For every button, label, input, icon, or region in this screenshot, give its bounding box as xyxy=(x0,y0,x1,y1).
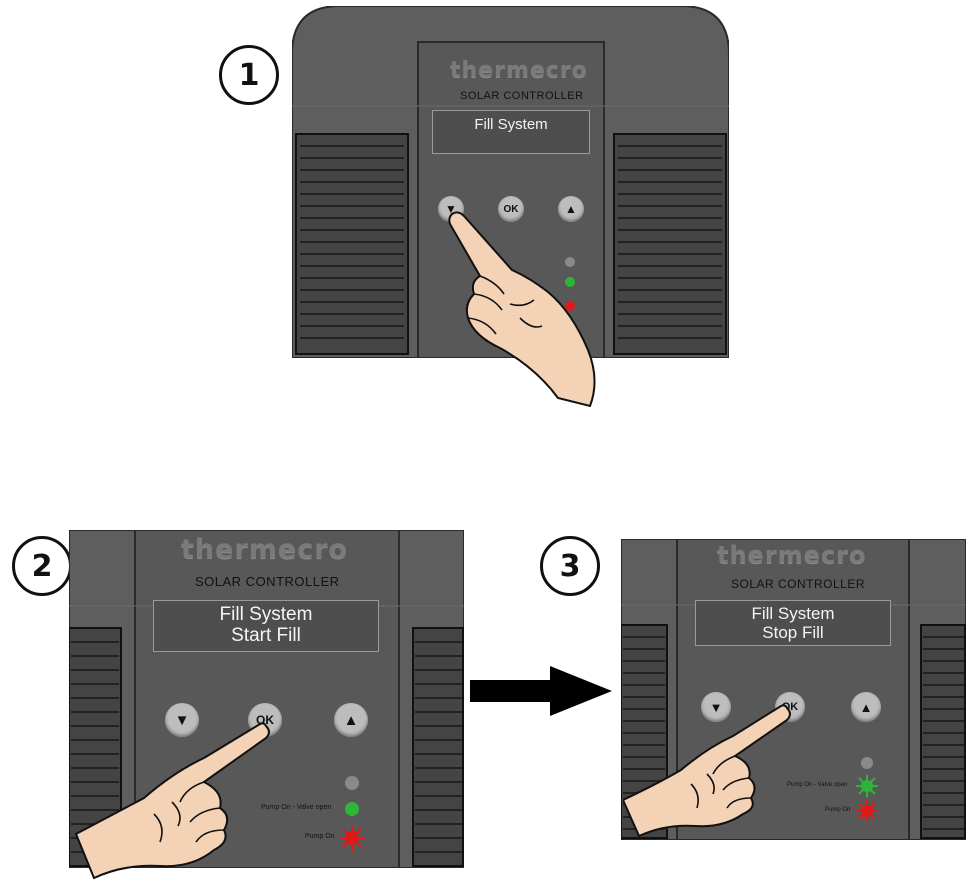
device-subtitle: SOLAR CONTROLLER xyxy=(195,574,340,589)
led-label-pump: Pump On xyxy=(825,807,851,813)
controller-housing xyxy=(292,6,729,358)
pointing-hand-icon xyxy=(448,211,596,408)
led-label-pump-valve: Pump On - Valve open xyxy=(261,804,332,811)
status-led-green xyxy=(565,277,575,287)
controller-step-1: thermecro SOLAR CONTROLLER Fill System ▼… xyxy=(292,6,729,358)
left-vent xyxy=(295,133,409,355)
status-led-off xyxy=(345,776,359,790)
status-led-green xyxy=(345,802,359,816)
step-2-badge: 2 xyxy=(12,536,72,596)
status-led-off xyxy=(565,257,575,267)
step-3-badge: 3 xyxy=(540,536,600,596)
led-label-pump: Pump On xyxy=(305,833,335,840)
status-led-green xyxy=(856,775,878,797)
brand-logo: thermecro xyxy=(181,534,349,565)
right-vent xyxy=(412,627,464,867)
up-button[interactable]: ▲ xyxy=(334,703,368,737)
brand-logo: thermecro xyxy=(450,58,588,83)
pointing-hand-icon xyxy=(74,722,270,880)
pointing-hand-icon xyxy=(623,704,791,838)
right-vent xyxy=(613,133,727,355)
status-led-off xyxy=(861,757,873,769)
step-2-number: 2 xyxy=(31,548,53,584)
lcd-display: Fill System xyxy=(432,110,590,154)
ok-button[interactable]: OK xyxy=(498,196,524,222)
device-subtitle: SOLAR CONTROLLER xyxy=(460,90,584,102)
right-arrow-icon xyxy=(470,666,612,716)
led-label-pump-valve: Pump On - Valve open xyxy=(787,782,848,788)
lcd-display: Fill System Start Fill xyxy=(153,600,379,652)
controller-housing xyxy=(621,539,966,840)
step-1-badge: 1 xyxy=(219,45,279,105)
down-button[interactable]: ▼ xyxy=(165,703,199,737)
down-button[interactable]: ▼ xyxy=(701,692,731,722)
controller-step-2: thermecro SOLAR CONTROLLER Fill System S… xyxy=(69,530,464,868)
device-subtitle: SOLAR CONTROLLER xyxy=(731,577,866,591)
controller-housing xyxy=(69,530,464,868)
up-button[interactable]: ▲ xyxy=(558,196,584,222)
right-vent xyxy=(920,624,966,839)
display-line-1: Fill System xyxy=(751,604,835,623)
step-1-number: 1 xyxy=(238,57,260,93)
status-led-red xyxy=(339,825,365,851)
up-button[interactable]: ▲ xyxy=(851,692,881,722)
status-led-red xyxy=(856,800,878,822)
brand-logo: thermecro xyxy=(717,541,867,569)
display-line-1: Fill System xyxy=(474,116,548,133)
step-3-number: 3 xyxy=(559,548,581,584)
display-line-2: Start Fill xyxy=(231,624,301,646)
display-line-1: Fill System xyxy=(219,604,313,625)
lcd-display: Fill System Stop Fill xyxy=(695,600,891,646)
display-line-2: Stop Fill xyxy=(762,622,824,642)
controller-step-3: thermecro SOLAR CONTROLLER Fill System S… xyxy=(621,539,966,840)
status-led-red xyxy=(565,301,575,311)
